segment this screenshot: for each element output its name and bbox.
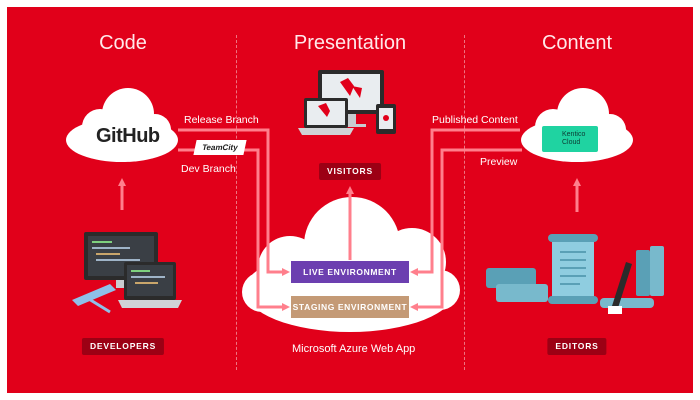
pencil-icon bbox=[608, 262, 632, 314]
column-divider-right bbox=[464, 35, 465, 370]
edge-release-branch bbox=[178, 128, 290, 276]
column-title-presentation: Presentation bbox=[293, 32, 407, 54]
label-published-content: Published Content bbox=[432, 114, 518, 126]
edge-preview bbox=[410, 148, 522, 311]
github-cloud-icon bbox=[66, 88, 178, 162]
developer-computers-icon bbox=[72, 232, 182, 314]
kentico-cloud-logo: Kentico Cloud bbox=[542, 126, 598, 152]
column-divider-left bbox=[236, 35, 237, 370]
label-dev-branch: Dev Branch bbox=[181, 163, 236, 175]
tag-visitors: VISITORS bbox=[319, 163, 381, 180]
devices-icon bbox=[298, 70, 396, 135]
tag-editors: EDITORS bbox=[547, 338, 607, 355]
editor-scrolls-icon bbox=[486, 234, 664, 308]
column-title-content: Content bbox=[541, 32, 613, 54]
kentico-logo-line-1: Kentico bbox=[562, 131, 586, 138]
label-preview: Preview bbox=[480, 156, 518, 168]
live-environment-box: LIVE ENVIRONMENT bbox=[291, 261, 409, 283]
label-azure-web-app: Microsoft Azure Web App bbox=[292, 343, 416, 355]
kentico-logo-line-2: Cloud bbox=[562, 139, 581, 146]
github-logo: GitHub bbox=[96, 125, 160, 147]
tag-developers: DEVELOPERS bbox=[81, 338, 165, 355]
label-release-branch: Release Branch bbox=[184, 114, 259, 126]
staging-environment-box: STAGING ENVIRONMENT bbox=[291, 296, 409, 318]
column-title-code: Code bbox=[99, 32, 147, 54]
teamcity-badge: TeamCity bbox=[193, 140, 247, 155]
edge-published-content bbox=[410, 128, 520, 276]
